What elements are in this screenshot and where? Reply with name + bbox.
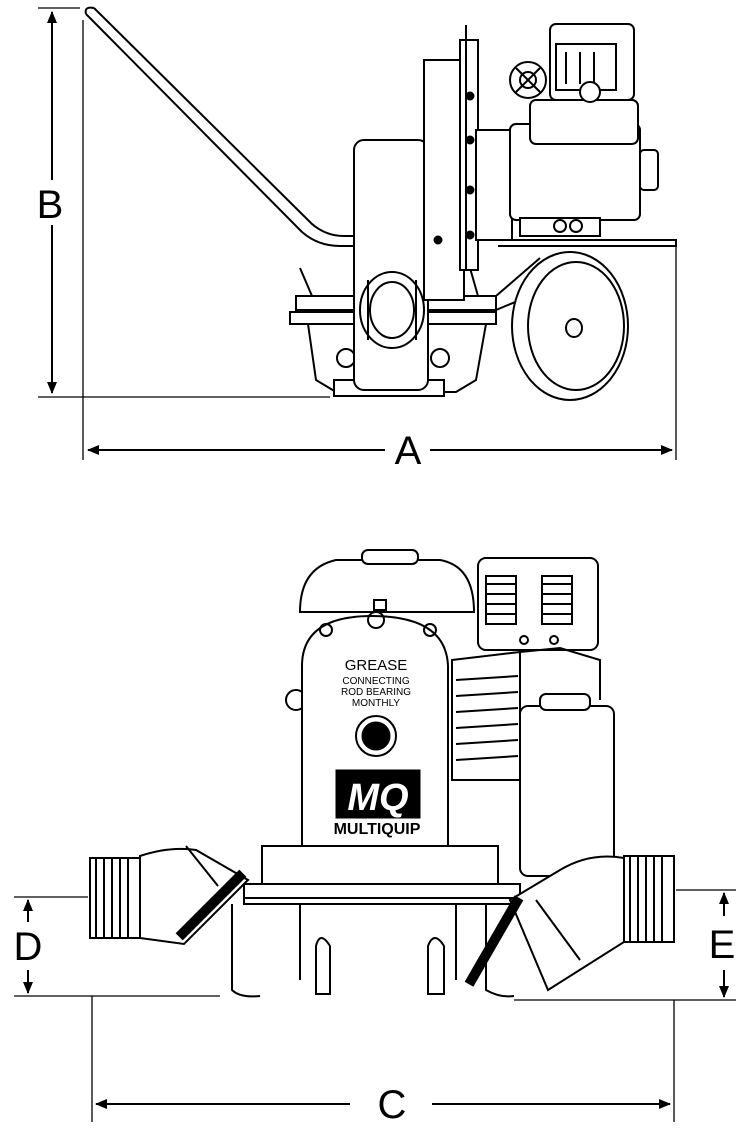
decal-line-2: ROD BEARING — [341, 687, 411, 698]
side-view: B A — [37, 6, 677, 473]
engine-cylinder — [285, 646, 601, 781]
grease-label: GREASE — [345, 657, 408, 674]
dimension-c: C — [95, 1083, 671, 1127]
right-discharge-port — [464, 855, 675, 992]
dimension-d: D — [14, 899, 43, 994]
engine-shroud — [477, 557, 599, 651]
dimension-label-d: D — [14, 925, 43, 969]
svg-text:MQ: MQ — [347, 777, 408, 819]
decal-line-1: CONNECTING — [342, 676, 409, 687]
pump-body — [353, 139, 429, 391]
dimension-label-a: A — [395, 429, 422, 473]
dimension-b: B — [37, 11, 64, 394]
dimension-label-b: B — [37, 183, 64, 227]
mq-logo: MQ — [335, 769, 421, 819]
diaphragm-housing — [423, 25, 513, 301]
pump-handle — [84, 6, 368, 247]
engine — [509, 23, 659, 237]
dimension-a: A — [87, 429, 673, 473]
brand-name: MULTIQUIP — [334, 821, 421, 838]
dimension-label-c: C — [378, 1083, 407, 1127]
recoil-starter — [509, 61, 601, 103]
front-view: D E C — [14, 549, 736, 1127]
front-base — [231, 845, 521, 998]
gearbox-housing: GREASE CONNECTING ROD BEARING MONTHLY MQ… — [301, 611, 449, 849]
fuel-tank — [298, 549, 476, 613]
dimension-e: E — [709, 892, 736, 998]
dimension-label-e: E — [709, 923, 736, 967]
decal-line-3: MONTHLY — [352, 698, 400, 709]
pump-chamber-right — [519, 693, 615, 877]
grease-fitting-icon — [361, 721, 391, 751]
left-discharge-port — [89, 845, 250, 946]
wheel — [511, 251, 629, 401]
